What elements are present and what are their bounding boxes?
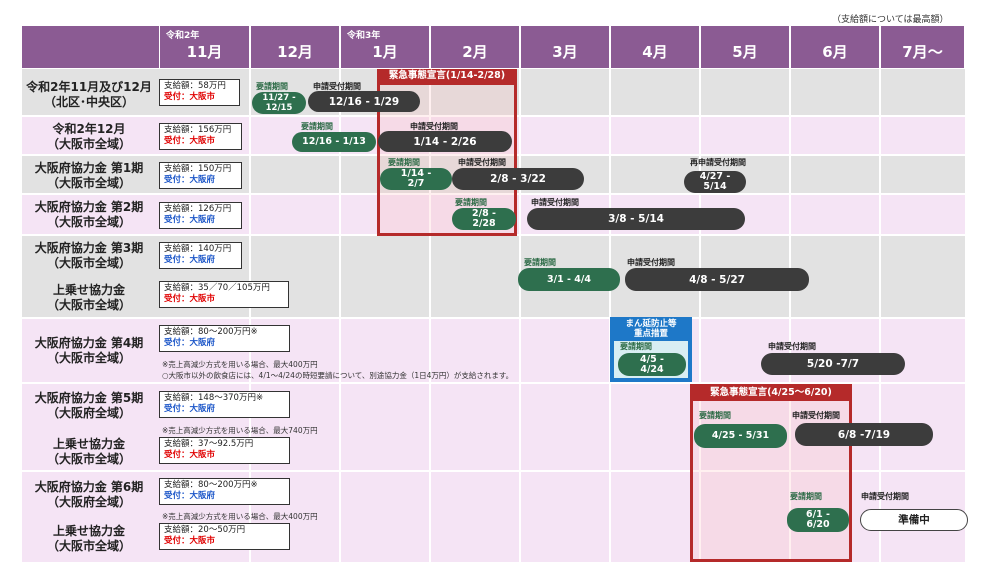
label-apply-r7: 申請受付期間 (792, 411, 840, 420)
period-request-r1: 11/27 - 12/15 (252, 92, 306, 114)
grid-line-6 (789, 69, 791, 562)
grid-line-4 (609, 69, 611, 562)
emergency-declaration-title-1: 緊急事態宣言(1/14-2/28) (377, 69, 517, 85)
period-request-r4: 2/8 - 2/28 (452, 208, 516, 230)
label-reapply-r3: 再申請受付期間 (690, 158, 746, 167)
amount-box-r7a: 支給額：148～370万円※受付：大阪府 (159, 391, 290, 418)
grid-line-5 (699, 69, 701, 562)
grid-line-7 (879, 69, 881, 562)
priority-title-line2: 重点措置 (633, 329, 668, 339)
month-header-8: 7月～ (881, 26, 964, 68)
row-label-r8a: 大阪府協力金 第6期（大阪府全域） (34, 480, 144, 509)
row-label-r8b: 上乗せ協力金（大阪市全域） (46, 524, 131, 553)
amount-box-r5b: 支給額：35／70／105万円受付：大阪市 (159, 281, 289, 308)
label-apply-r6: 申請受付期間 (768, 342, 816, 351)
amount-box-r8a: 支給額：80～200万円※受付：大阪府 (159, 478, 290, 505)
month-header-label: 6月 (822, 42, 848, 61)
note-r7a: ※売上高減少方式を用いる場合、最大740万円 (162, 426, 318, 435)
label-request-r4: 要請期間 (455, 198, 487, 207)
max-amount-note: （支給額については最高額） (832, 15, 949, 25)
row-label-r4: 大阪府協力金 第2期（大阪市全域） (34, 200, 144, 229)
row-label-r5b: 上乗せ協力金（大阪市全域） (46, 283, 131, 312)
period-request-r8: 6/1 - 6/20 (787, 508, 849, 532)
period-apply-r7: 6/8 -7/19 (795, 423, 933, 446)
label-apply-r8: 申請受付期間 (861, 492, 909, 501)
period-request-r2: 12/16 - 1/13 (292, 132, 376, 152)
period-apply-r5: 4/8 - 5/27 (625, 268, 809, 291)
label-request-r3: 要請期間 (388, 158, 420, 167)
row-label-r6: 大阪府協力金 第4期（大阪市全域） (34, 336, 144, 365)
grid-line-1 (339, 69, 341, 562)
row-label-r3: 大阪府協力金 第1期（大阪市全域） (34, 161, 144, 190)
label-apply-r2: 申請受付期間 (410, 122, 458, 131)
period-reapply-r3: 4/27 - 5/14 (684, 171, 746, 193)
period-request-r7: 4/25 - 5/31 (694, 424, 787, 448)
note-r6-2: ○大阪市以外の飲食店には、4/1～4/24の時短要請について、別途協力金（1日4… (162, 371, 514, 380)
priority-title-line1: まん延防止等 (625, 319, 677, 329)
label-request-r1: 要請期間 (256, 82, 288, 91)
period-apply-r2: 1/14 - 2/26 (378, 131, 512, 152)
month-header-era: 令和2年 (166, 31, 200, 41)
month-header-5: 4月 (611, 26, 699, 68)
label-request-r7: 要請期間 (699, 411, 731, 420)
amount-box-r4: 支給額：126万円受付：大阪府 (159, 202, 242, 229)
amount-box-r2: 支給額：156万円受付：大阪市 (159, 123, 242, 150)
grid-line-3 (519, 69, 521, 562)
amount-box-r3: 支給額：150万円受付：大阪府 (159, 162, 242, 189)
month-header-label: 3月 (552, 42, 578, 61)
month-header-label: 5月 (732, 42, 758, 61)
month-header-6: 5月 (701, 26, 789, 68)
month-header-label: 2月 (462, 42, 488, 61)
month-header-label: 4月 (642, 42, 668, 61)
note-r6-1: ※売上高減少方式を用いる場合、最大400万円 (162, 360, 318, 369)
month-header-label: 1月 (372, 42, 398, 61)
month-header-label: 7月～ (902, 42, 943, 61)
emergency-declaration-title-2: 緊急事態宣言(4/25～6/20) (690, 384, 852, 401)
amount-box-r8b: 支給額：20～50万円受付：大阪市 (159, 523, 290, 550)
row-label-r5a: 大阪府協力金 第3期（大阪市全域） (34, 241, 144, 270)
label-apply-r5: 申請受付期間 (627, 258, 675, 267)
month-header-7: 6月 (791, 26, 879, 68)
period-request-r5: 3/1 - 4/4 (518, 268, 620, 291)
row-label-r2: 令和2年12月（大阪市全域） (46, 122, 131, 151)
period-apply-r1: 12/16 - 1/29 (308, 91, 420, 112)
note-r8a: ※売上高減少方式を用いる場合、最大400万円 (162, 512, 318, 521)
grid-line-0 (249, 69, 251, 562)
month-header-label: 12月 (277, 42, 313, 61)
amount-box-r6: 支給額：80～200万円※受付：大阪府 (159, 325, 290, 352)
label-request-r5: 要請期間 (524, 258, 556, 267)
amount-box-r7b: 支給額：37～92.5万円受付：大阪市 (159, 437, 290, 464)
period-apply-r4: 3/8 - 5/14 (527, 208, 745, 230)
row-label-r1: 令和2年11月及び12月（北区･中央区） (26, 80, 152, 109)
grid-line-2 (429, 69, 431, 562)
period-request-r3: 1/14 - 2/7 (380, 168, 452, 190)
label-request-r6: 要請期間 (620, 342, 652, 351)
period-apply-r3: 2/8 - 3/22 (452, 168, 584, 190)
status-preparing-r8: 準備中 (860, 509, 968, 531)
label-apply-r1: 申請受付期間 (313, 82, 361, 91)
month-header-1: 12月 (251, 26, 339, 68)
row-label-r7a: 大阪府協力金 第5期（大阪府全域） (34, 391, 144, 420)
label-apply-r3: 申請受付期間 (458, 158, 506, 167)
amount-box-r5a: 支給額：140万円受付：大阪府 (159, 242, 242, 269)
label-request-r8: 要請期間 (790, 492, 822, 501)
month-header-4: 3月 (521, 26, 609, 68)
amount-box-r1: 支給額：58万円受付：大阪市 (159, 79, 240, 106)
period-apply-r6: 5/20 -7/7 (761, 353, 905, 375)
label-request-r2: 要請期間 (301, 122, 333, 131)
header-corner (22, 26, 159, 68)
period-request-r6: 4/5 - 4/24 (618, 353, 686, 376)
month-header-era: 令和3年 (347, 31, 381, 41)
month-header-label: 11月 (186, 42, 223, 61)
month-header-3: 2月 (431, 26, 519, 68)
label-apply-r4: 申請受付期間 (531, 198, 579, 207)
row-label-r7b: 上乗せ協力金（大阪市全域） (46, 437, 131, 466)
